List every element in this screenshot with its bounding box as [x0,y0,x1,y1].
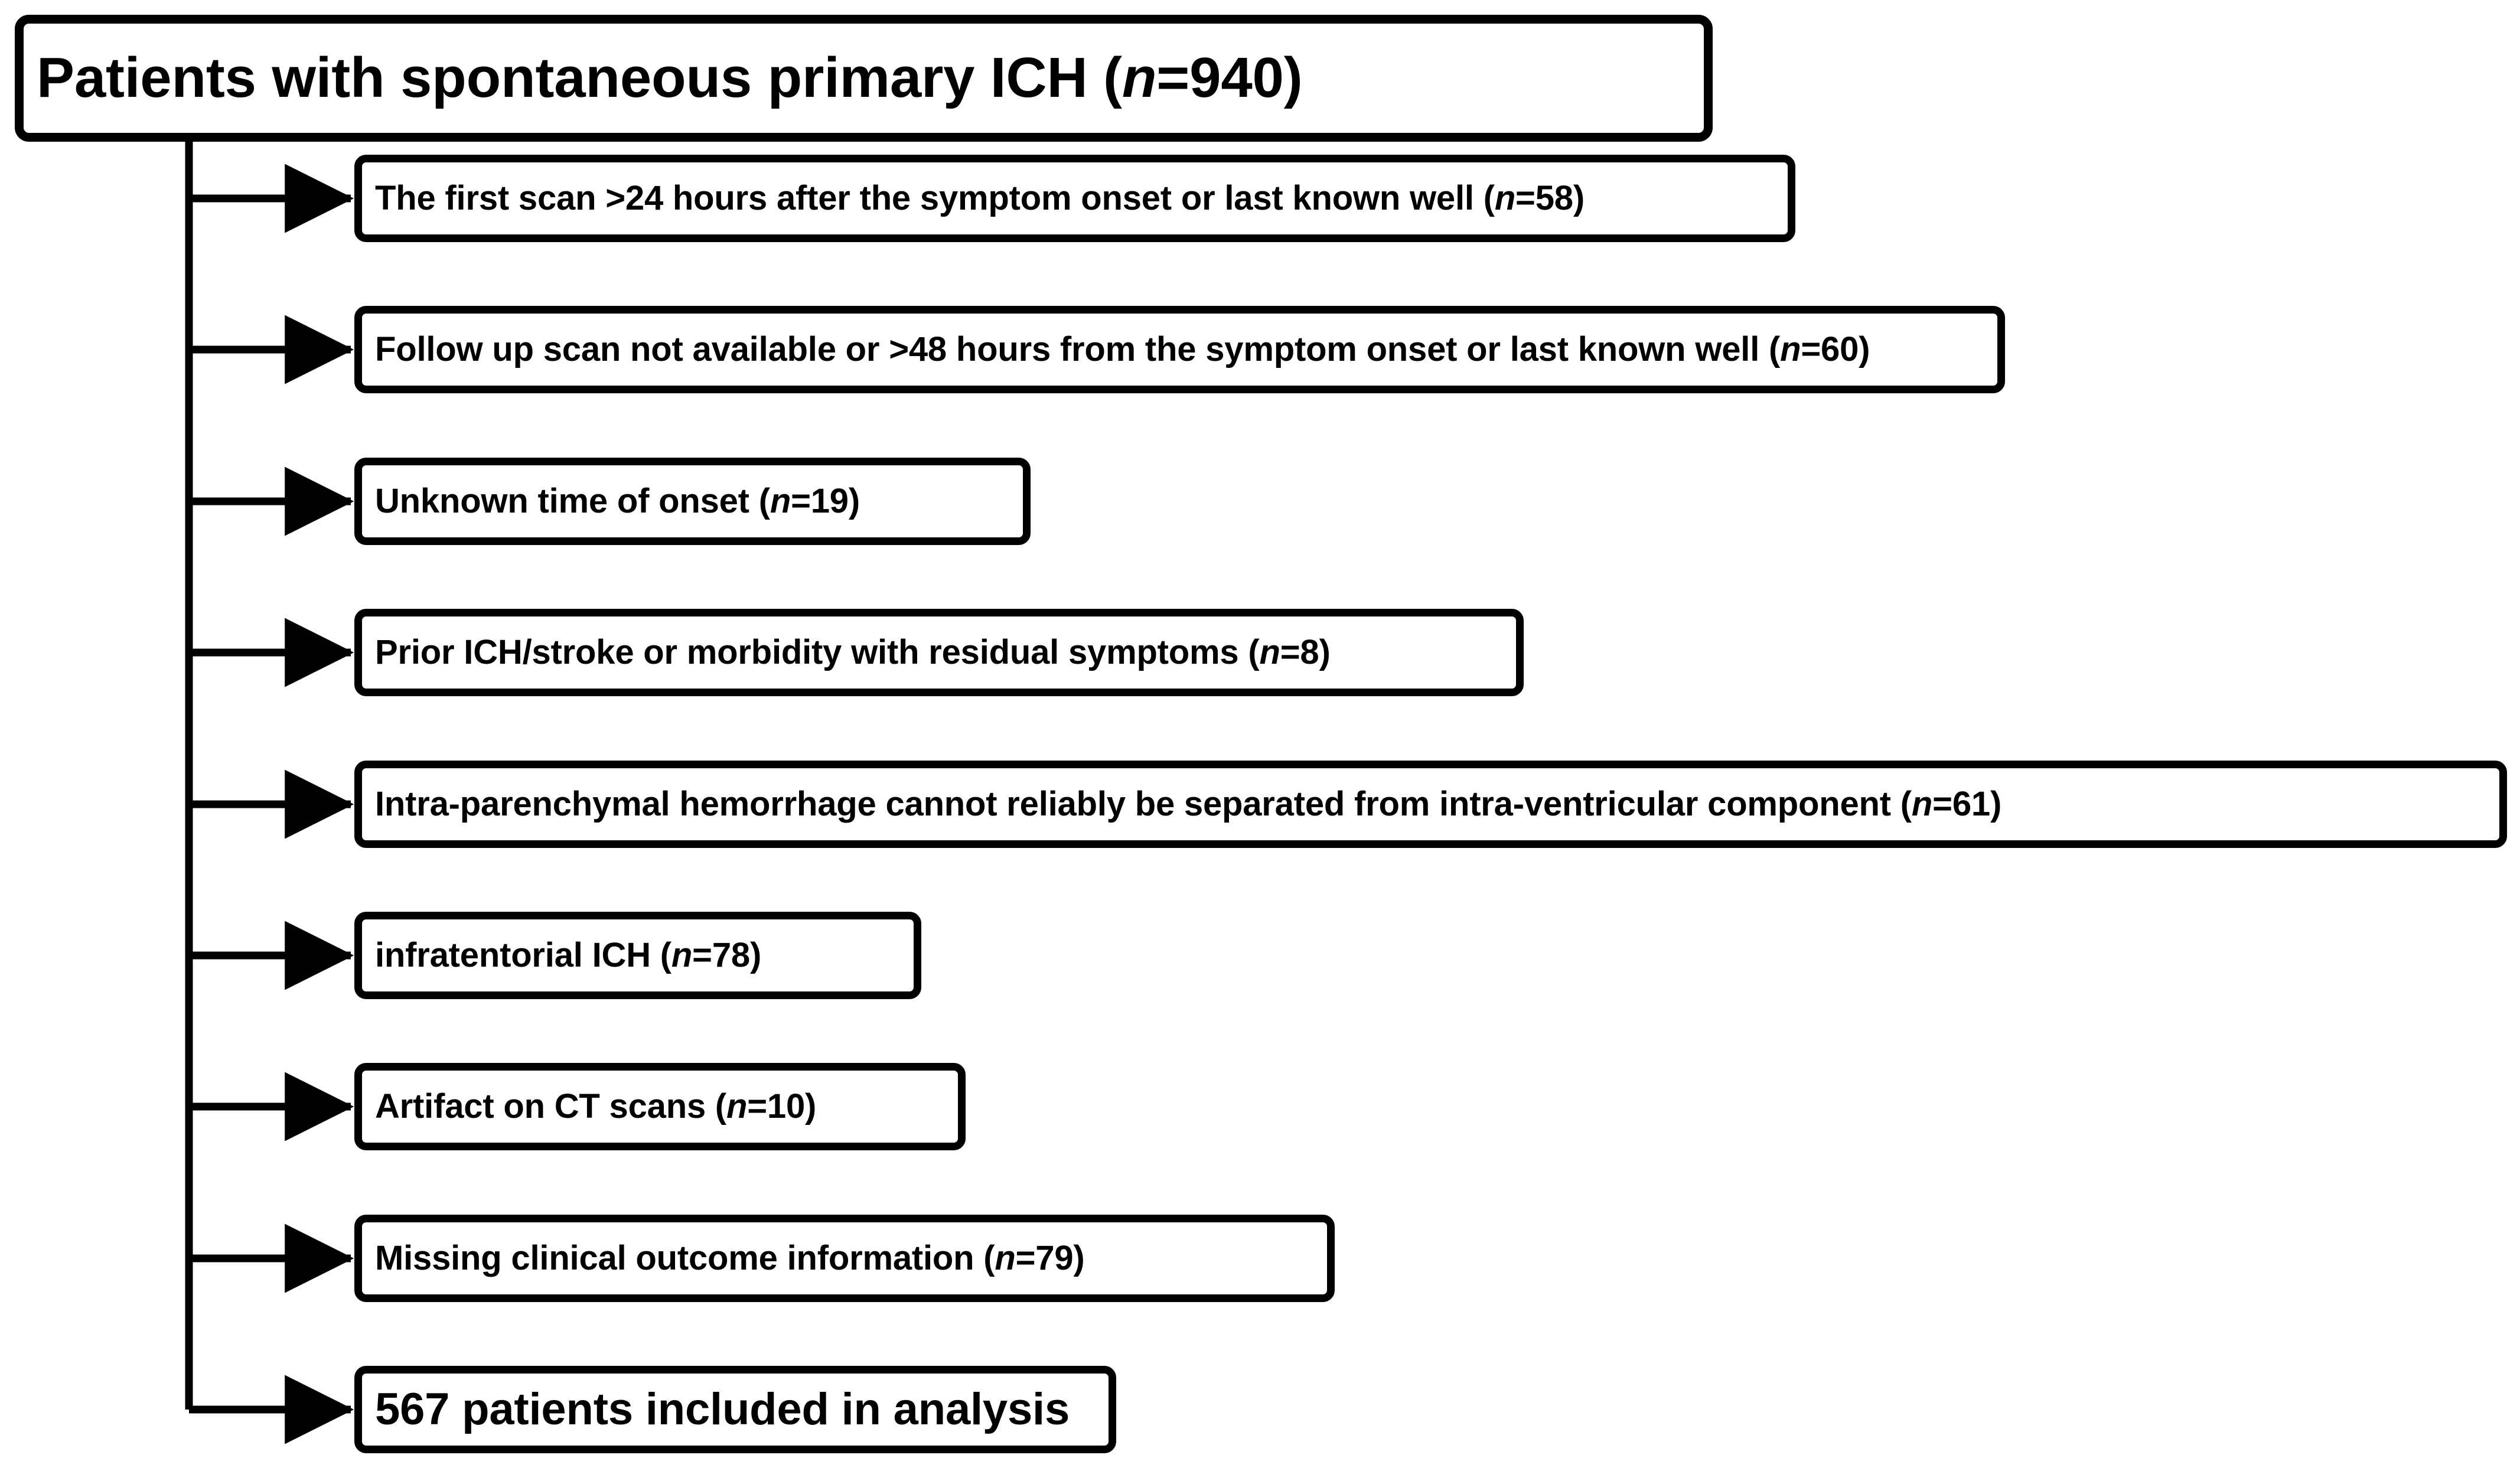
exclusion-followup-scan-text-after: =60) [1801,330,1870,368]
exclusion-ct-artifact-text-before: Artifact on CT scans ( [375,1087,727,1126]
exclusion-ivh-inseparable-box[interactable]: Intra-parenchymal hemorrhage cannot reli… [354,761,2507,848]
root-cohort-italic-n: n [1122,46,1157,110]
exclusion-unknown-onset-text-before: Unknown time of onset ( [375,481,770,520]
root-cohort-box[interactable]: Patients with spontaneous primary ICH (n… [15,15,1713,142]
exclusion-prior-ich-stroke-italic-n: n [1259,632,1280,671]
exclusion-missing-outcome-text-after: =79) [1015,1238,1085,1277]
exclusion-prior-ich-stroke-box[interactable]: Prior ICH/stroke or morbidity with resid… [354,609,1524,696]
exclusion-ct-artifact-italic-n: n [726,1087,748,1126]
exclusion-ct-artifact-label: Artifact on CT scans (n=10) [375,1087,817,1126]
exclusion-ivh-inseparable-label: Intra-parenchymal hemorrhage cannot reli… [375,784,2002,823]
result-included-box[interactable]: 567 patients included in analysis [354,1366,1116,1453]
exclusion-late-first-scan-box[interactable]: The first scan >24 hours after the sympt… [354,155,1795,242]
exclusion-ivh-inseparable-text-before: Intra-parenchymal hemorrhage cannot reli… [375,784,1912,823]
result-included-label: 567 patients included in analysis [375,1384,1070,1435]
exclusion-missing-outcome-box[interactable]: Missing clinical outcome information (n=… [354,1215,1335,1302]
exclusion-missing-outcome-text-before: Missing clinical outcome information ( [375,1238,995,1277]
exclusion-prior-ich-stroke-text-before: Prior ICH/stroke or morbidity with resid… [375,632,1260,671]
exclusion-unknown-onset-text-after: =19) [791,481,860,520]
exclusion-followup-scan-italic-n: n [1780,330,1801,368]
exclusion-ivh-inseparable-italic-n: n [1911,784,1933,823]
exclusion-followup-scan-label: Follow up scan not available or >48 hour… [375,330,1870,368]
exclusion-followup-scan-text-before: Follow up scan not available or >48 hour… [375,330,1781,368]
root-cohort-label: Patients with spontaneous primary ICH (n… [37,46,1303,110]
exclusion-ct-artifact-text-after: =10) [747,1087,817,1126]
exclusion-unknown-onset-label: Unknown time of onset (n=19) [375,481,860,520]
exclusion-ct-artifact-box[interactable]: Artifact on CT scans (n=10) [354,1063,966,1150]
exclusion-ivh-inseparable-text-after: =61) [1932,784,2002,823]
exclusion-prior-ich-stroke-label: Prior ICH/stroke or morbidity with resid… [375,632,1331,671]
exclusion-late-first-scan-label: The first scan >24 hours after the sympt… [375,178,1585,217]
exclusion-missing-outcome-label: Missing clinical outcome information (n=… [375,1238,1085,1277]
root-cohort-text-after: =940) [1156,46,1303,110]
exclusion-infratentorial-ich-label: infratentorial ICH (n=78) [375,935,762,974]
exclusion-infratentorial-ich-text-after: =78) [692,935,762,974]
exclusion-late-first-scan-italic-n: n [1494,178,1516,217]
connector-lines [185,142,354,1444]
exclusion-unknown-onset-italic-n: n [770,481,791,520]
exclusion-prior-ich-stroke-text-after: =8) [1280,632,1331,671]
exclusion-infratentorial-ich-italic-n: n [671,935,693,974]
exclusion-infratentorial-ich-box[interactable]: infratentorial ICH (n=78) [354,912,921,999]
exclusion-unknown-onset-box[interactable]: Unknown time of onset (n=19) [354,458,1031,545]
exclusion-missing-outcome-italic-n: n [995,1238,1016,1277]
exclusion-late-first-scan-text-before: The first scan >24 hours after the sympt… [375,178,1495,217]
root-cohort-text-before: Patients with spontaneous primary ICH ( [37,46,1122,110]
exclusion-late-first-scan-text-after: =58) [1515,178,1585,217]
exclusion-followup-scan-box[interactable]: Follow up scan not available or >48 hour… [354,306,2005,393]
exclusion-infratentorial-ich-text-before: infratentorial ICH ( [375,935,671,974]
